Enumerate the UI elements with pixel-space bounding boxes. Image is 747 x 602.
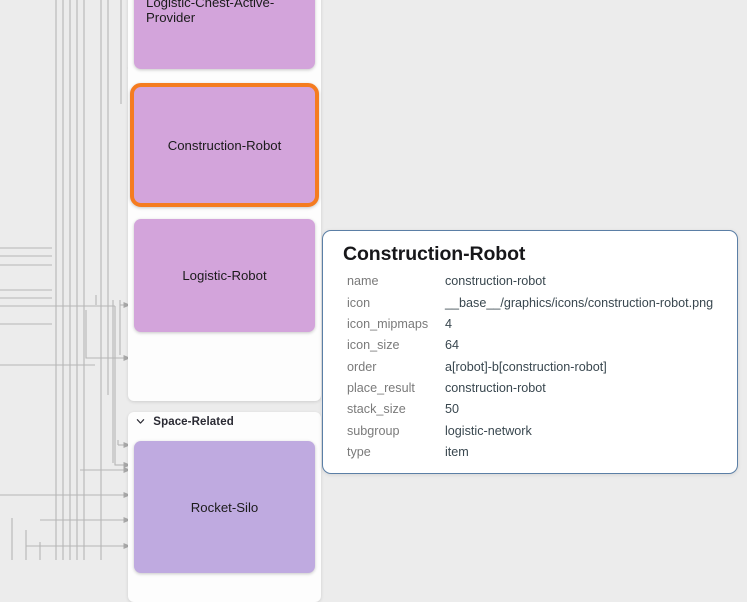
detail-property-row: order a[robot]-b[construction-robot] xyxy=(343,357,721,378)
graph-node-label: Construction-Robot xyxy=(167,137,282,153)
property-key: name xyxy=(347,274,379,289)
detail-property-table: name construction-robot icon __base__/gr… xyxy=(343,271,721,463)
detail-property-row: icon_mipmaps 4 xyxy=(343,314,721,335)
graph-node-label: Logistic-Robot xyxy=(182,268,267,283)
chevron-down-icon[interactable] xyxy=(136,417,145,426)
detail-card-title: Construction-Robot xyxy=(343,243,526,265)
detail-property-row: icon __base__/graphics/icons/constructio… xyxy=(343,292,721,313)
detail-property-row: icon_size 64 xyxy=(343,335,721,356)
group-header-space-related[interactable]: Space-Related xyxy=(128,412,321,434)
detail-card: Construction-Robot name construction-rob… xyxy=(322,230,738,474)
graph-node-construction-robot[interactable]: Construction-Robot xyxy=(130,83,319,207)
graph-node-column: Logistic-Chest-Active-Provider Construct… xyxy=(128,0,321,602)
property-key: icon_size xyxy=(347,338,400,353)
property-value: construction-robot xyxy=(445,274,546,289)
property-value: logistic-network xyxy=(445,423,532,438)
property-key: stack_size xyxy=(347,402,406,417)
property-key: icon xyxy=(347,295,371,310)
property-value: 64 xyxy=(445,338,460,353)
detail-property-row: stack_size 50 xyxy=(343,399,721,420)
node-group-panel-main: Logistic-Chest-Active-Provider Construct… xyxy=(128,0,321,401)
property-value: item xyxy=(445,445,469,460)
property-key: icon_mipmaps xyxy=(347,316,429,331)
detail-property-row: name construction-robot xyxy=(343,271,721,292)
property-value: 50 xyxy=(445,402,460,417)
property-value: 4 xyxy=(445,316,453,331)
graph-node-logistic-robot[interactable]: Logistic-Robot xyxy=(134,219,315,332)
node-group-panel-space-related: Space-Related Rocket-Silo xyxy=(128,412,321,602)
graph-node-label: Logistic-Chest-Active-Provider xyxy=(146,0,275,25)
detail-property-row: subgroup logistic-network xyxy=(343,421,721,442)
detail-property-row: type item xyxy=(343,442,721,463)
property-key: type xyxy=(347,445,371,460)
detail-property-row: place_result construction-robot xyxy=(343,378,721,399)
property-key: subgroup xyxy=(347,423,400,438)
property-key: order xyxy=(347,359,377,374)
property-value: __base__/graphics/icons/construction-rob… xyxy=(445,295,714,310)
property-value: a[robot]-b[construction-robot] xyxy=(445,359,607,374)
property-value: construction-robot xyxy=(445,381,546,396)
graph-node-label: Rocket-Silo xyxy=(190,499,259,515)
graph-node-rocket-silo[interactable]: Rocket-Silo xyxy=(134,441,315,573)
property-key: place_result xyxy=(347,381,415,396)
graph-node-logistic-chest-active-provider[interactable]: Logistic-Chest-Active-Provider xyxy=(134,0,315,69)
group-header-label: Space-Related xyxy=(153,416,234,428)
